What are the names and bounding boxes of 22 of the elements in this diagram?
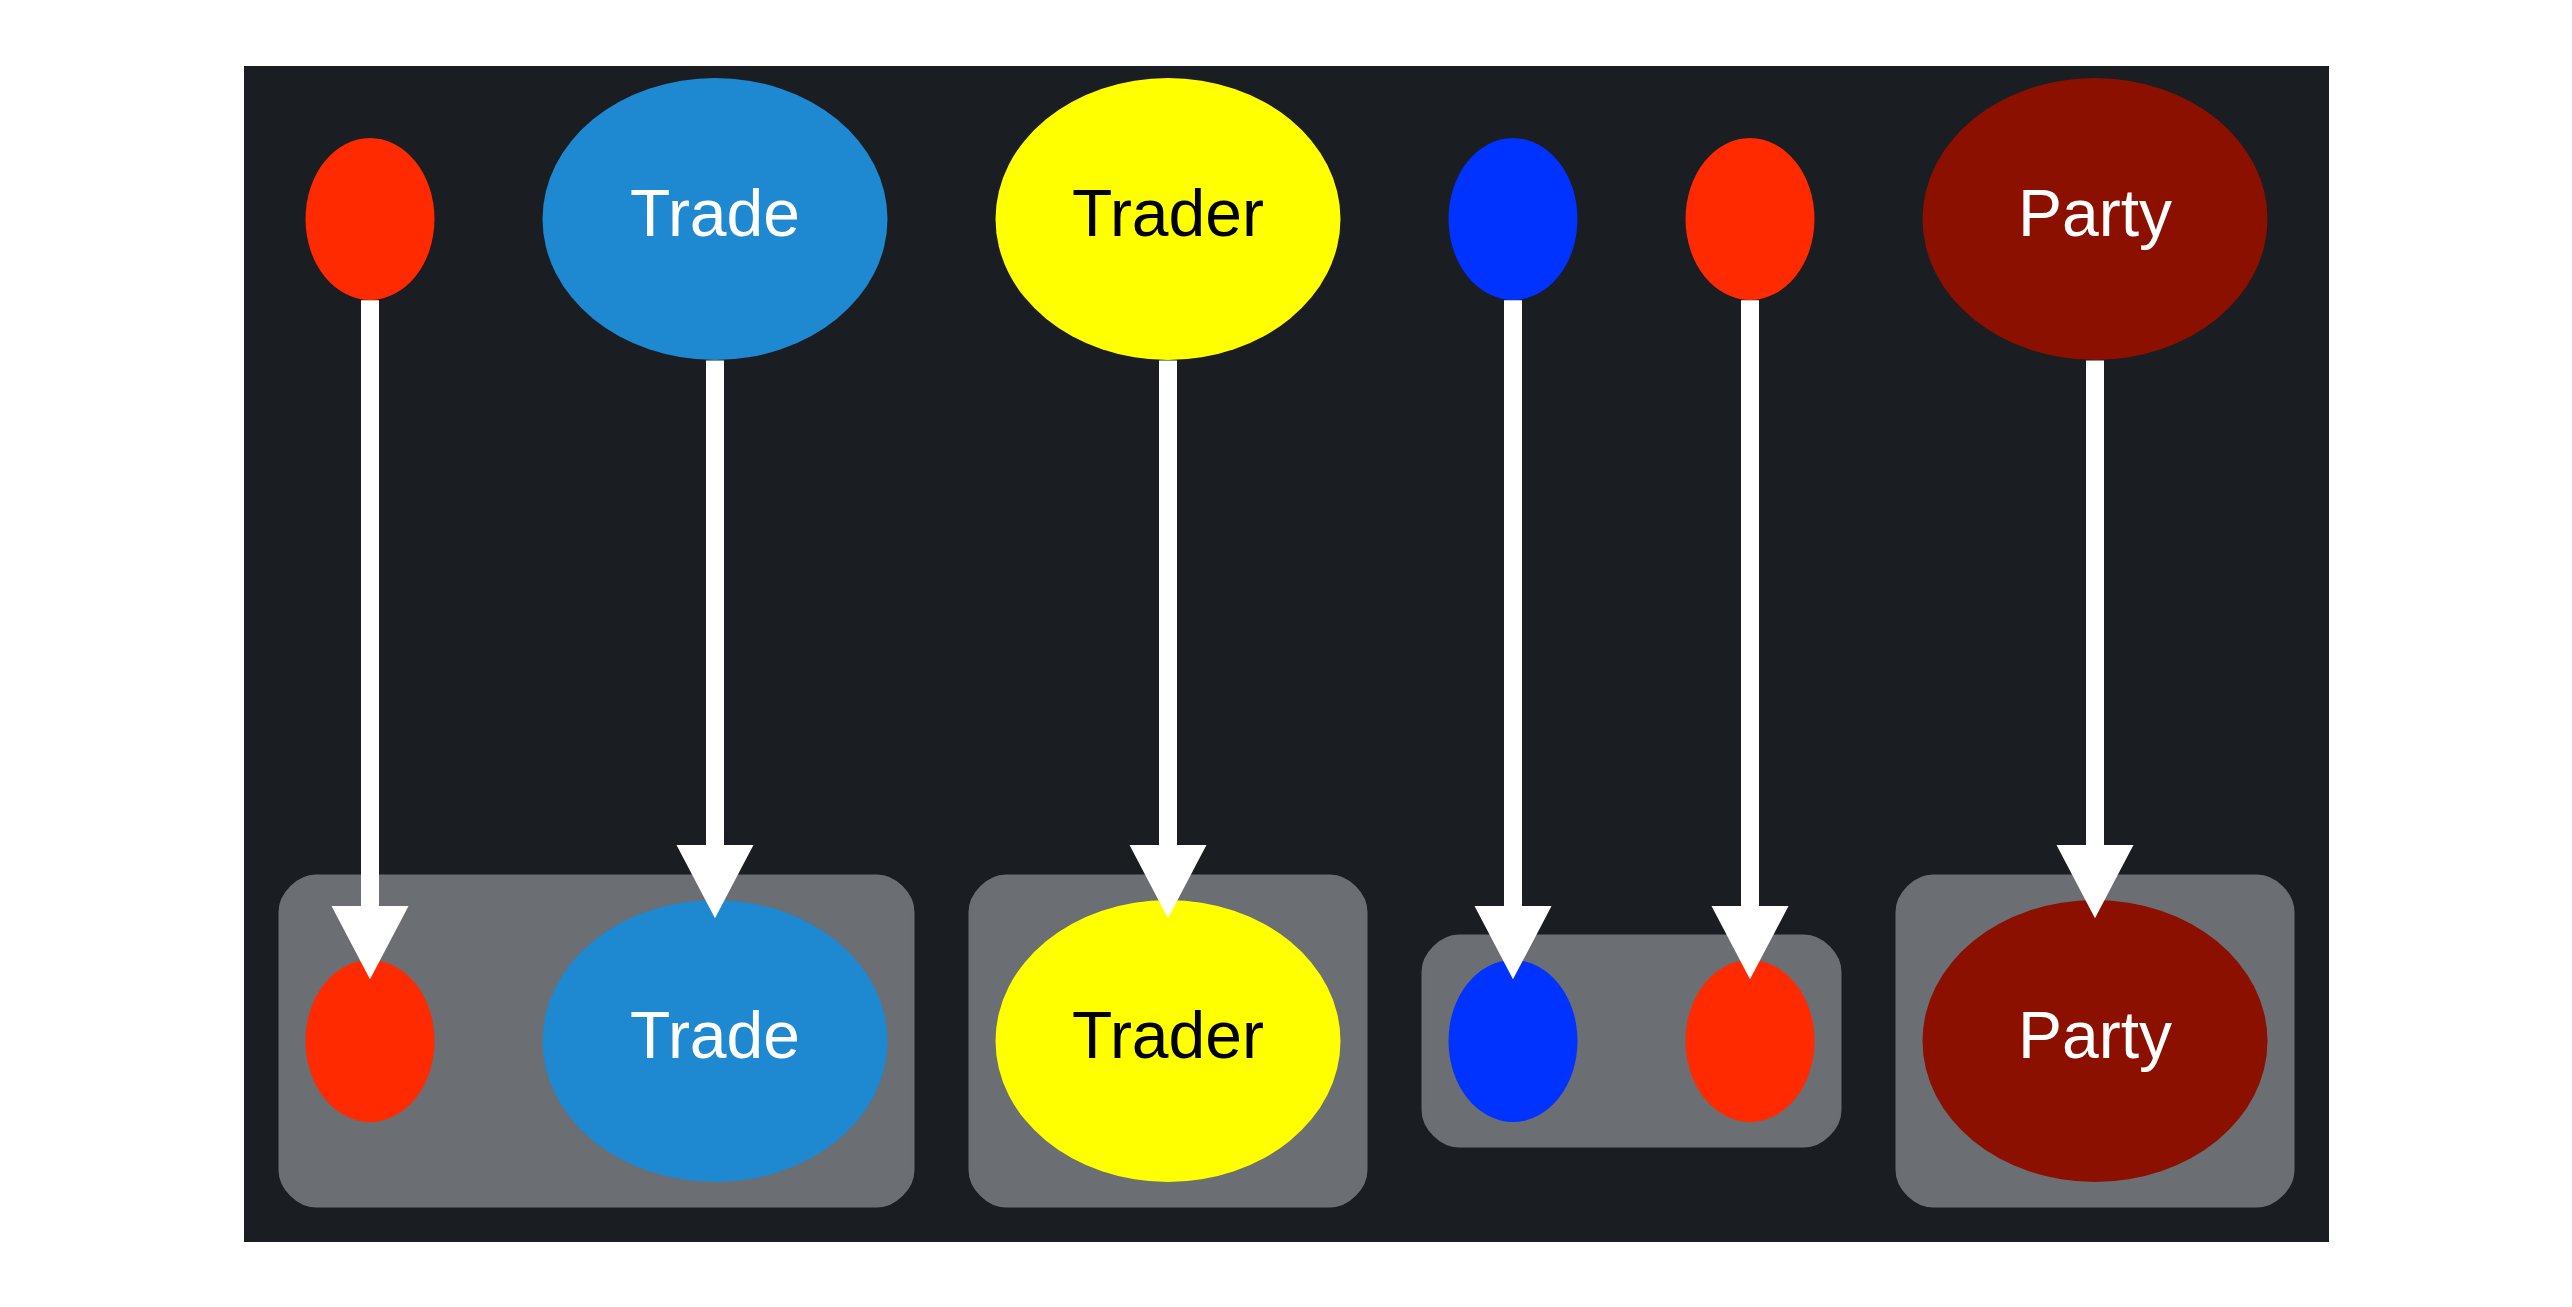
arrow — [676, 359, 754, 918]
node-ellipse: Trader — [995, 77, 1340, 360]
node-ellipse: Trader — [995, 899, 1340, 1182]
arrow — [1711, 299, 1789, 979]
arrow — [2056, 359, 2134, 918]
node-ellipse: Party — [1922, 899, 2267, 1182]
cluster — [968, 874, 1367, 1207]
node-circle — [1448, 137, 1577, 300]
node-circle — [305, 959, 434, 1122]
node-circle — [1448, 959, 1577, 1122]
cluster — [278, 874, 914, 1207]
arrow — [1129, 359, 1207, 918]
node-ellipse: Trade — [542, 77, 887, 360]
node-ellipse: Party — [1922, 77, 2267, 360]
node-circle — [305, 137, 434, 300]
cluster — [1421, 934, 1841, 1147]
arrow — [331, 299, 409, 979]
arrow — [1474, 299, 1552, 979]
cluster — [1895, 874, 2294, 1207]
node-circle — [1685, 137, 1814, 300]
node-circle — [1685, 959, 1814, 1122]
node-ellipse: Trade — [542, 899, 887, 1182]
